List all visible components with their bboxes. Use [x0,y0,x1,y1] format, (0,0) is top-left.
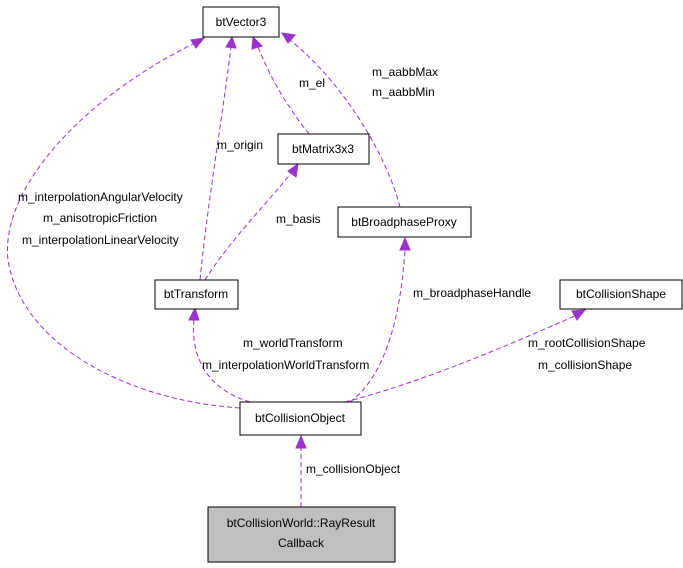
edge-collisionobject-to-broadphaseproxy [349,236,411,403]
node-btbroadphaseproxy[interactable]: btBroadphaseProxy [337,206,472,238]
edge-matrix-to-vector3 [251,35,310,135]
edge-label-m-interpolationworldtransform: m_interpolationWorldTransform [202,358,369,372]
node-btcollisionshape[interactable]: btCollisionShape [559,279,683,310]
edge-label-m-aabbmax: m_aabbMax [372,65,438,79]
edge-collisionobject-to-transform [188,306,251,403]
edge-broadphase-to-vector3 [281,32,401,208]
node-btcollisionobject-label: btCollisionObject [255,411,346,425]
edge-label-m-interpolationangularvelocity: m_interpolationAngularVelocity [18,190,183,204]
edge-label-m-rootcollisionshape: m_rootCollisionShape [528,336,646,350]
edge-label-m-el: m_el [299,76,325,90]
edge-collisionobject-to-vector3 [6,37,241,409]
node-btcollisionobject[interactable]: btCollisionObject [239,401,362,436]
edge-transform-to-matrix3x3 [204,162,299,281]
edge-label-m-collisionobject: m_collisionObject [306,462,401,476]
node-btmatrix3x3[interactable]: btMatrix3x3 [277,133,370,165]
node-btbroadphaseproxy-label: btBroadphaseProxy [351,215,456,229]
node-bttransform[interactable]: btTransform [154,279,239,310]
node-btvector3-label: btVector3 [216,15,267,29]
node-btmatrix3x3-label: btMatrix3x3 [292,142,354,156]
edge-label-m-interpolationlinearvelocity: m_interpolationLinearVelocity [22,233,179,247]
edge-label-m-collisionshape: m_collisionShape [538,358,632,372]
node-rayresultcallback-line2: Callback [278,536,325,550]
edge-label-m-broadphasehandle: m_broadphaseHandle [413,286,531,300]
node-rayresultcallback-line1: btCollisionWorld::RayResult [227,516,376,530]
edge-label-m-anisotropicfriction: m_anisotropicFriction [43,211,157,225]
edge-collisionobject-to-collisionshape [344,309,587,403]
edge-label-m-basis: m_basis [276,212,321,226]
edge-label-m-aabbmin: m_aabbMin [372,85,435,99]
node-btcollisionworld-rayresultcallback[interactable]: btCollisionWorld::RayResult Callback [207,506,396,563]
edge-label-m-worldtransform: m_worldTransform [243,336,343,350]
node-btcollisionshape-label: btCollisionShape [576,287,666,301]
node-bttransform-label: btTransform [164,287,228,301]
edge-transform-to-vector3 [199,35,237,281]
node-btvector3[interactable]: btVector3 [202,6,280,38]
edge-label-m-origin: m_origin [217,138,263,152]
edge-raycallback-to-collisionobject [295,434,307,507]
